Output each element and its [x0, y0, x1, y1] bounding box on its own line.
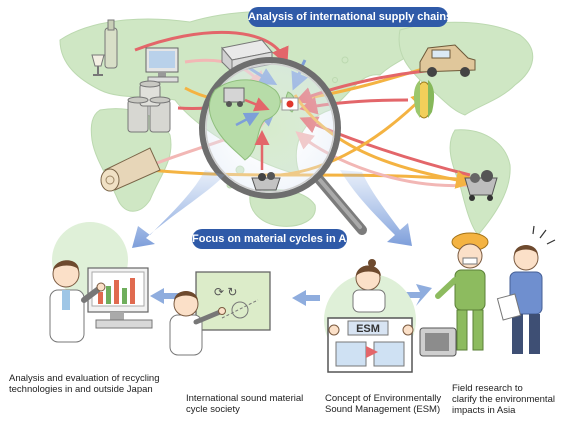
- coal-cart-icon: [251, 172, 281, 191]
- caption-esm: Concept of Environmentally Sound Managem…: [325, 393, 465, 415]
- caption-field-research: Field research to clarify the environmen…: [452, 383, 567, 416]
- caption-line: technologies in and outside Japan: [9, 384, 153, 395]
- caption-line: impacts in Asia: [452, 405, 516, 416]
- caption-line: Concept of Environmentally: [325, 393, 442, 404]
- car-icon: [419, 44, 476, 77]
- machinery-icon: [223, 87, 245, 107]
- field-research-illustration: [419, 225, 556, 357]
- caption-line: International sound material: [186, 393, 304, 404]
- caption-analysis: Analysis and evaluation of recycling tec…: [9, 373, 174, 395]
- oil-drums-icon: [127, 80, 171, 133]
- mine-cart-icon: [464, 170, 498, 201]
- caption-line: Analysis and evaluation of recycling: [9, 373, 160, 384]
- corn-icon: [413, 80, 435, 119]
- flow-arrow-society-to-analysis: [150, 288, 180, 304]
- timber-log-icon: [100, 147, 161, 192]
- caption-line: clarify the environmental: [452, 394, 555, 405]
- society-illustration: ⟳ ↻: [169, 271, 271, 356]
- supply-chain-banner: Analysis of international supply chains: [248, 7, 452, 27]
- esm-illustration: ESM: [324, 259, 416, 373]
- caption-line: cycle society: [186, 404, 240, 415]
- analysis-illustration: [49, 222, 153, 343]
- esm-board-label: ESM: [356, 323, 380, 335]
- svg-text:⟳ ↻: ⟳ ↻: [214, 285, 237, 299]
- fan-arrow-right: [340, 170, 412, 246]
- flow-arrow-field-to-esm: [406, 284, 432, 306]
- fan-arrow-left: [132, 170, 225, 248]
- caption-line: Sound Management (ESM): [325, 404, 441, 415]
- magnifying-glass-icon: [199, 57, 367, 235]
- asia-focus-banner-text: Focus on material cycles in Asia: [192, 233, 362, 245]
- japan-flag-icon: [281, 97, 299, 111]
- asia-focus-banner: Focus on material cycles in Asia: [192, 229, 362, 249]
- wine-bottle-icon: [91, 19, 118, 76]
- flow-arrow-esm-to-society: [292, 290, 320, 306]
- supply-chain-banner-text: Analysis of international supply chains: [248, 11, 453, 23]
- focus-fan-arrows: [132, 170, 412, 248]
- computer-icon: [145, 47, 179, 83]
- caption-society: International sound material cycle socie…: [186, 393, 326, 415]
- process-flow-arrows: [150, 284, 432, 306]
- caption-line: Field research to: [452, 383, 523, 394]
- tv-waste-icon: [419, 327, 457, 357]
- arrow-red: [134, 30, 289, 66]
